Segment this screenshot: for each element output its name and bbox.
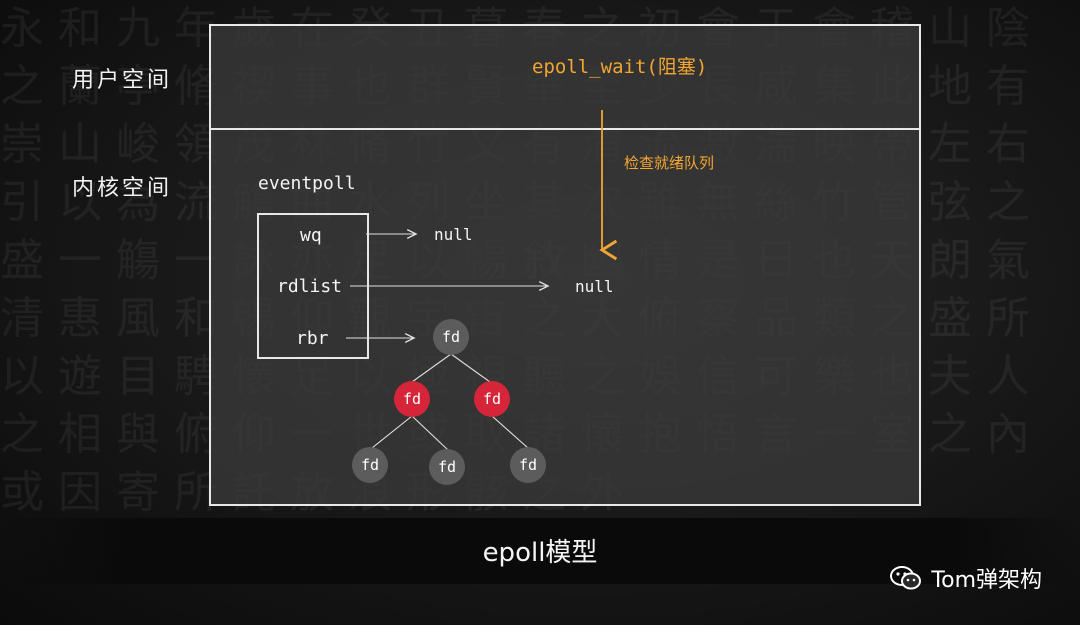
watermark-text: Tom弹架构 <box>931 568 1042 593</box>
slide-caption: epoll模型 <box>482 538 598 568</box>
field-rbr: rbr <box>296 328 329 349</box>
diagram-panel <box>209 24 921 506</box>
field-wq: wq <box>300 225 322 246</box>
rdlist-null: null <box>575 277 614 296</box>
tree-node-right-child: fd <box>510 447 546 483</box>
watermark: Tom弹架构 <box>889 562 1042 594</box>
edge-left-right <box>411 415 449 451</box>
tree-node-left: fd <box>394 381 430 417</box>
kernel-space-label: 内核空间 <box>72 176 173 201</box>
eventpoll-title: eventpoll <box>258 173 356 194</box>
edge-root-left <box>411 353 452 383</box>
user-space-label: 用户空间 <box>72 68 173 93</box>
check-ready-queue-label: 检查就绪队列 <box>624 154 715 172</box>
space-divider <box>209 128 921 130</box>
epoll-wait-call: epoll_wait(阻塞) <box>532 56 708 78</box>
tree-node-left-left: fd <box>352 447 388 483</box>
wq-null: null <box>434 225 473 244</box>
edge-right-child <box>491 415 529 449</box>
tree-node-root: fd <box>433 319 469 355</box>
caption-bar <box>0 518 1080 584</box>
tree-node-right: fd <box>474 381 510 417</box>
edge-left-left <box>371 415 413 449</box>
wechat-icon <box>890 566 922 590</box>
tree-node-left-right: fd <box>429 449 465 485</box>
edge-root-right <box>450 353 491 383</box>
field-rdlist: rdlist <box>277 276 343 297</box>
